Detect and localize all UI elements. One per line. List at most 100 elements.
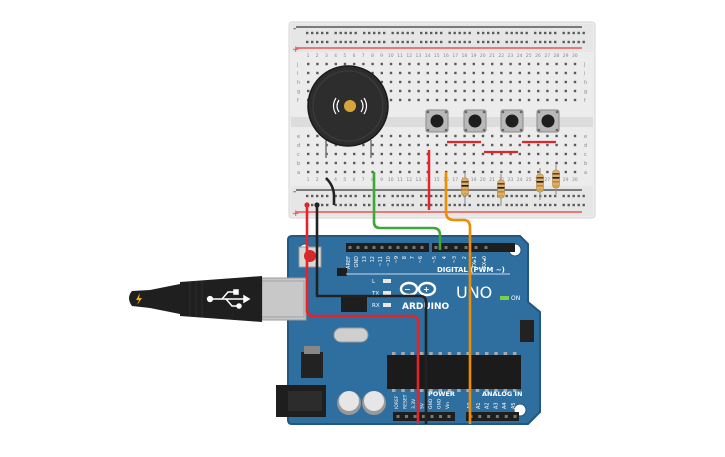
breadboard-hole bbox=[417, 143, 420, 147]
breadboard-hole bbox=[426, 98, 429, 102]
rail-hole bbox=[463, 203, 466, 207]
breadboard-hole bbox=[399, 62, 402, 66]
push-button-3[interactable] bbox=[500, 109, 524, 133]
rail-hole bbox=[477, 194, 480, 198]
rail-hole bbox=[440, 40, 443, 44]
rail-hole bbox=[458, 31, 461, 35]
power-pin-socket bbox=[413, 415, 417, 418]
breadboard-hole bbox=[316, 152, 319, 156]
breadboard-hole bbox=[564, 170, 567, 174]
wire-junction-red bbox=[304, 202, 310, 208]
piezo-buzzer[interactable] bbox=[307, 65, 389, 158]
rail-hole bbox=[391, 40, 394, 44]
rail-hole bbox=[572, 40, 575, 44]
rail-hole bbox=[334, 40, 337, 44]
column-number: 10 bbox=[388, 53, 394, 59]
breadboard-hole bbox=[500, 98, 503, 102]
rail-hole bbox=[411, 203, 414, 207]
breadboard-hole bbox=[399, 134, 402, 138]
rail-hole bbox=[321, 203, 324, 207]
rail-hole bbox=[582, 31, 585, 35]
breadboard-hole bbox=[463, 62, 466, 66]
row-letter: f bbox=[297, 98, 299, 104]
rail-hole bbox=[562, 203, 565, 207]
row-letter: f bbox=[584, 98, 586, 104]
status-led bbox=[383, 279, 391, 283]
power-pin-socket bbox=[447, 415, 451, 418]
rail-hole bbox=[391, 194, 394, 198]
column-number: 28 bbox=[554, 53, 560, 59]
push-button-2[interactable] bbox=[463, 109, 487, 133]
breadboard-hole bbox=[307, 134, 310, 138]
column-number: 2 bbox=[316, 177, 319, 183]
rail-hole bbox=[430, 40, 433, 44]
breadboard-hole bbox=[509, 62, 512, 66]
column-number: 21 bbox=[489, 177, 495, 183]
column-number: 27 bbox=[544, 53, 550, 59]
breadboard-hole bbox=[371, 152, 374, 156]
digital-pin-label: TX▸1 bbox=[472, 256, 478, 269]
row-letter: d bbox=[297, 143, 300, 149]
rail-hole bbox=[562, 194, 565, 198]
breadboard-hole bbox=[481, 89, 485, 93]
rail-hole bbox=[525, 31, 528, 35]
digital-pin-label: ~11 bbox=[378, 256, 384, 267]
rail-hole bbox=[435, 40, 438, 44]
rail-hole bbox=[468, 203, 471, 207]
rail-hole bbox=[544, 40, 547, 44]
breadboard-hole bbox=[509, 170, 512, 174]
on-label: ON bbox=[511, 295, 520, 302]
push-button-1[interactable] bbox=[425, 109, 449, 133]
breadboard-hole bbox=[389, 62, 393, 66]
rail-hole bbox=[477, 31, 480, 35]
rail-hole bbox=[487, 40, 490, 44]
rail-hole bbox=[554, 203, 557, 207]
digital-pin-label: ~10 bbox=[386, 256, 392, 267]
row-letter: h bbox=[297, 80, 300, 86]
row-letter: g bbox=[297, 89, 300, 95]
rail-hole bbox=[306, 40, 309, 44]
breadboard-hole bbox=[380, 152, 383, 156]
breadboard-hole bbox=[472, 134, 475, 138]
breadboard-hole bbox=[481, 98, 485, 102]
breadboard-hole bbox=[408, 134, 411, 138]
row-letter: b bbox=[584, 161, 587, 167]
breadboard-hole bbox=[435, 89, 439, 93]
digital-pin-label: 8 bbox=[402, 256, 408, 259]
rail-hole bbox=[363, 40, 366, 44]
breadboard-hole bbox=[307, 71, 310, 75]
breadboard-hole bbox=[518, 134, 521, 138]
rail-hole bbox=[453, 40, 456, 44]
column-number: 17 bbox=[452, 53, 458, 59]
rail-hole bbox=[525, 194, 528, 198]
breadboard-hole bbox=[546, 134, 549, 138]
digital-pin-socket bbox=[356, 246, 360, 249]
rail-hole bbox=[572, 203, 575, 207]
rail-hole bbox=[497, 31, 500, 35]
column-number: 27 bbox=[544, 177, 550, 183]
rail-hole bbox=[321, 194, 324, 198]
breadboard-hole bbox=[399, 170, 402, 174]
rail-hole bbox=[311, 31, 314, 35]
push-button-4[interactable] bbox=[536, 109, 560, 133]
column-number: 25 bbox=[526, 53, 532, 59]
rail-hole bbox=[448, 203, 451, 207]
analog-pin-socket bbox=[504, 415, 508, 418]
breadboard-hole bbox=[500, 143, 503, 147]
rail-hole bbox=[420, 31, 423, 35]
breadboard-hole bbox=[445, 161, 448, 165]
breadboard-hole bbox=[454, 143, 457, 147]
rail-hole bbox=[401, 31, 404, 35]
breadboard-hole bbox=[527, 152, 531, 156]
rail-hole bbox=[582, 194, 585, 198]
wires bbox=[305, 172, 472, 424]
breadboard-hole bbox=[307, 62, 310, 66]
rail-hole bbox=[435, 31, 438, 35]
capacitor-1 bbox=[337, 391, 361, 415]
wire-black-gnd bbox=[315, 205, 428, 424]
breadboard-hole bbox=[472, 89, 475, 93]
breadboard-hole bbox=[426, 62, 429, 66]
breadboard-hole bbox=[573, 98, 577, 102]
rail-hole bbox=[316, 40, 319, 44]
breadboard-hole bbox=[380, 62, 383, 66]
